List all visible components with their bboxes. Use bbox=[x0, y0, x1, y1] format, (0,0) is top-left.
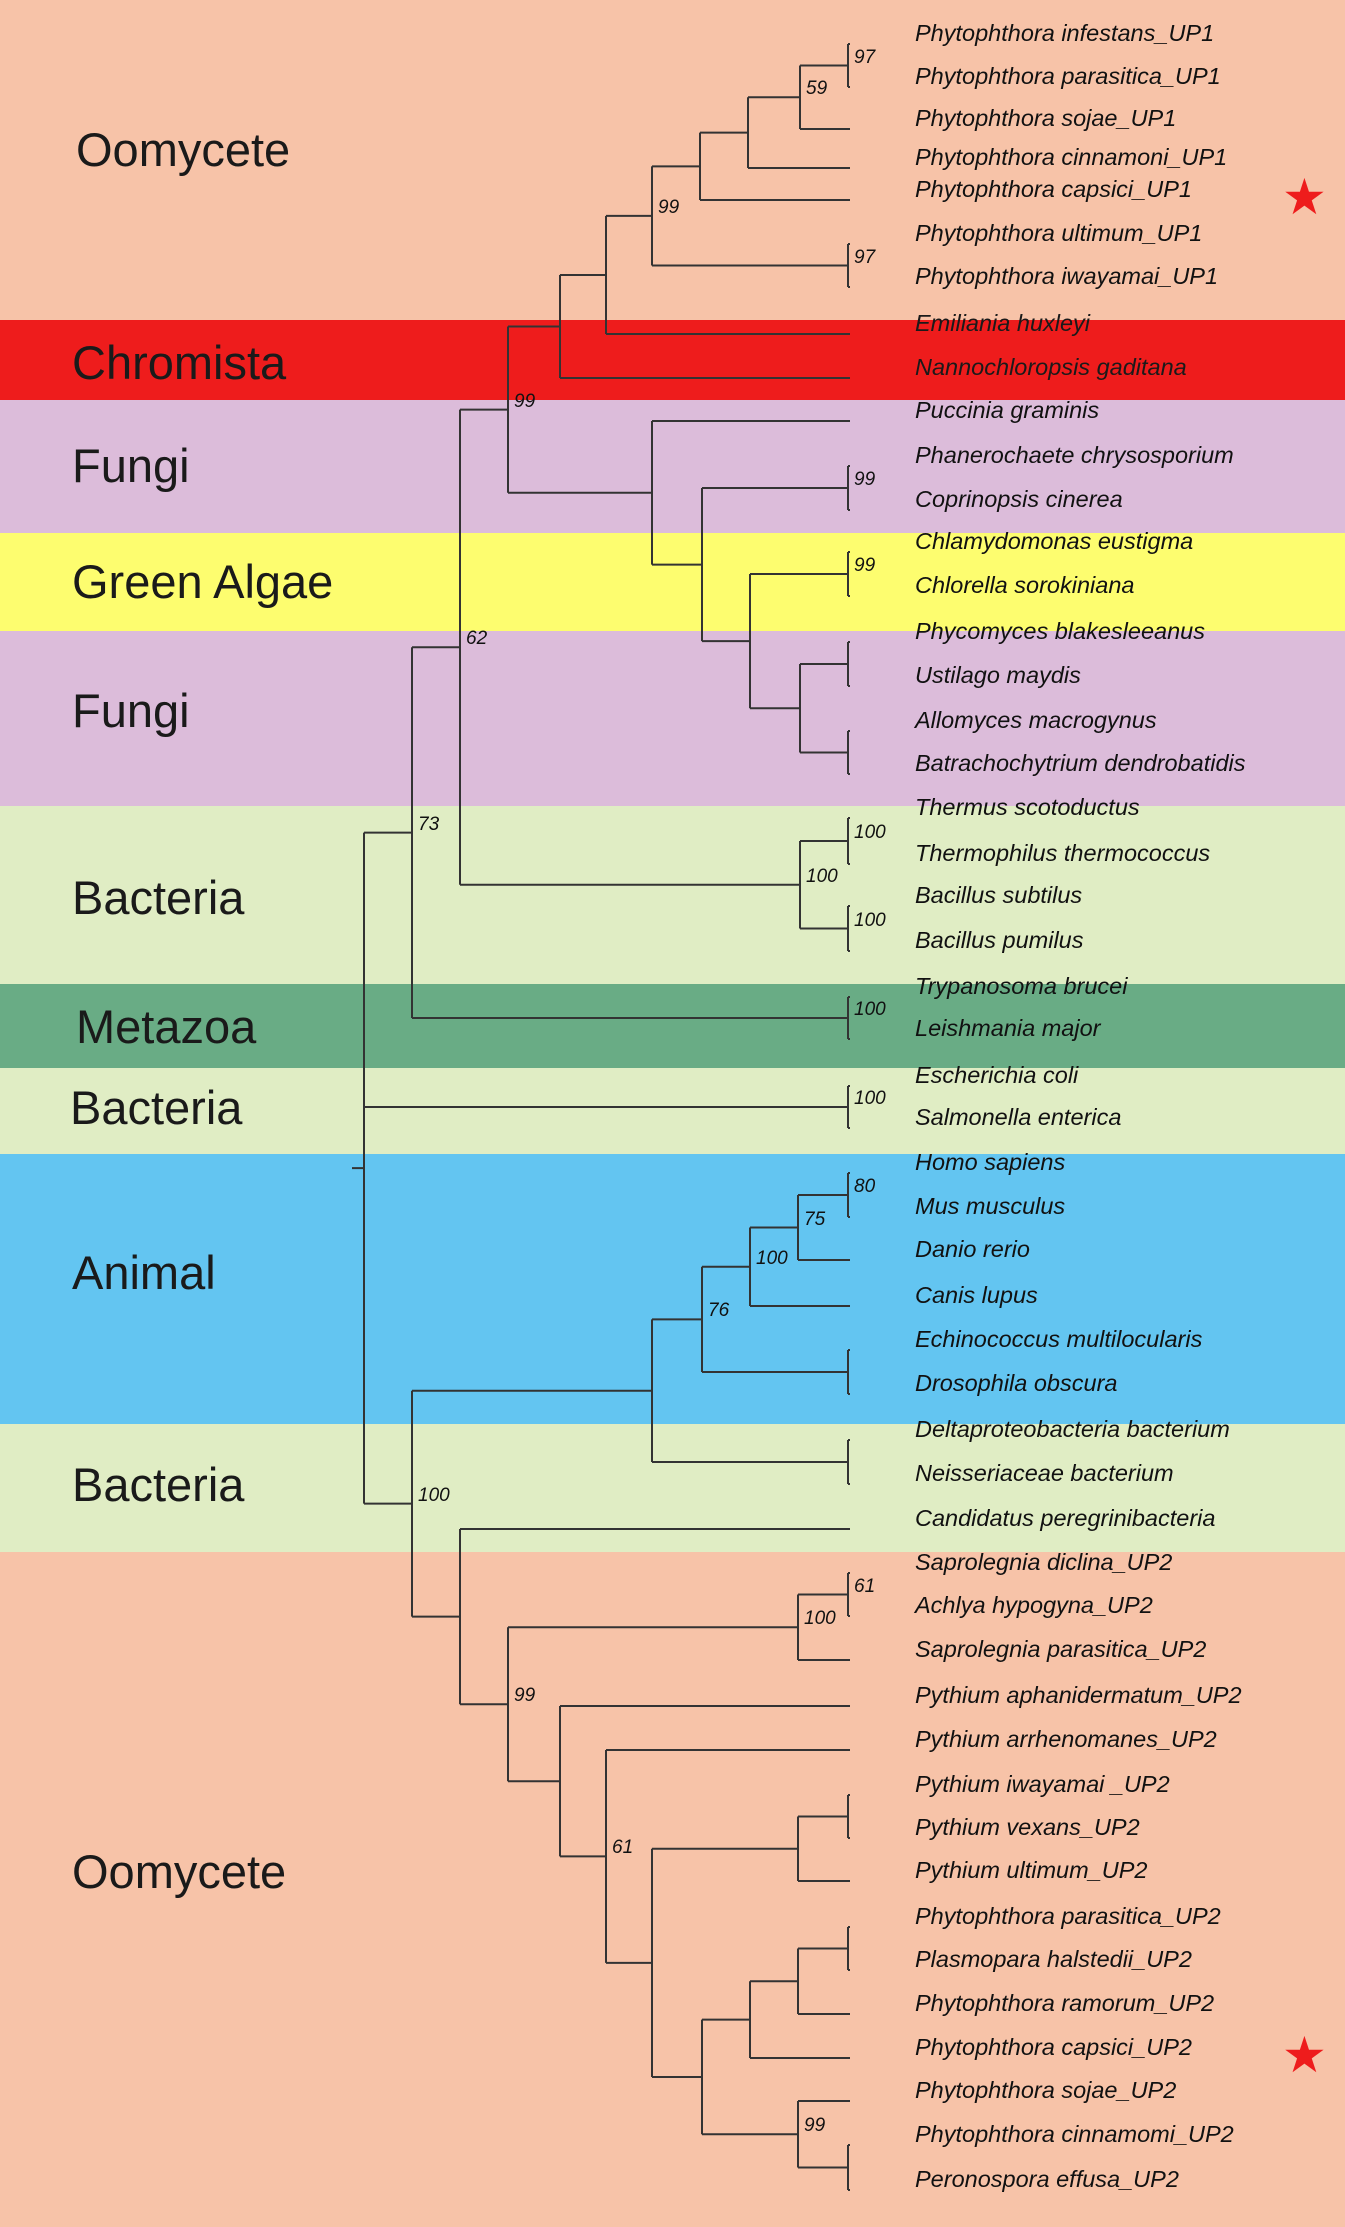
taxon-label: Mus musculus bbox=[915, 1193, 1066, 1219]
taxon-label: Nannochloropsis gaditana bbox=[915, 354, 1187, 380]
taxon-label: Phytophthora capsici_UP1 bbox=[915, 176, 1192, 202]
taxon-label: Phytophthora parasitica_UP1 bbox=[915, 63, 1221, 89]
taxon-label: Phytophthora iwayamai_UP1 bbox=[915, 263, 1219, 289]
bootstrap-value: 99 bbox=[514, 1685, 536, 1707]
taxon-label: Leishmania major bbox=[915, 1015, 1101, 1041]
bootstrap-value: 61 bbox=[854, 1575, 876, 1597]
star-icon: ★ bbox=[1282, 2027, 1327, 2083]
taxon-label: Ustilago maydis bbox=[915, 662, 1081, 688]
band-animal bbox=[0, 1154, 1345, 1424]
taxon-label: Phytophthora sojae_UP2 bbox=[915, 2077, 1177, 2103]
group-label-bacteria-2: Bacteria bbox=[70, 1081, 243, 1134]
taxon-label: Bacillus pumilus bbox=[915, 927, 1084, 953]
band-bacteria-2 bbox=[0, 1068, 1345, 1154]
bootstrap-value: 99 bbox=[854, 469, 876, 490]
bootstrap-value: 80 bbox=[854, 1176, 876, 1197]
bootstrap-value: 100 bbox=[854, 999, 886, 1020]
group-label-bacteria-3: Bacteria bbox=[72, 1458, 245, 1511]
taxon-label: Chlamydomonas eustigma bbox=[915, 528, 1194, 554]
taxon-label: Phycomyces blakesleeanus bbox=[915, 618, 1205, 644]
taxon-label: Emiliania huxleyi bbox=[915, 310, 1091, 336]
bootstrap-value: 100 bbox=[854, 822, 886, 843]
group-label-oomycete-top: Oomycete bbox=[76, 123, 291, 176]
bootstrap-value: 97 bbox=[854, 46, 876, 68]
taxon-label: Pythium ultimum_UP2 bbox=[915, 1857, 1148, 1883]
bootstrap-value: 100 bbox=[418, 1484, 450, 1506]
group-label-metazoa: Metazoa bbox=[76, 1000, 257, 1053]
taxon-label: Escherichia coli bbox=[915, 1062, 1079, 1088]
bootstrap-value: 61 bbox=[612, 1837, 634, 1859]
taxon-label: Canis lupus bbox=[915, 1282, 1038, 1308]
taxon-label: Phytophthora ultimum_UP1 bbox=[915, 220, 1203, 246]
bootstrap-value: 99 bbox=[854, 555, 876, 576]
taxon-label: Pythium aphanidermatum_UP2 bbox=[915, 1682, 1242, 1708]
group-label-chromista: Chromista bbox=[72, 336, 287, 389]
taxon-label: Phanerochaete chrysosporium bbox=[915, 442, 1234, 468]
bootstrap-value: 99 bbox=[804, 2115, 826, 2137]
taxon-label: Drosophila obscura bbox=[915, 1370, 1118, 1396]
bootstrap-value: 97 bbox=[854, 246, 876, 268]
group-label-green-algae: Green Algae bbox=[72, 555, 334, 608]
taxon-label: Bacillus subtilus bbox=[915, 882, 1083, 908]
bootstrap-value: 99 bbox=[514, 390, 536, 412]
taxon-label: Saprolegnia diclina_UP2 bbox=[915, 1549, 1173, 1575]
band-fungi-2 bbox=[0, 631, 1345, 806]
taxon-label: Danio rerio bbox=[915, 1236, 1030, 1262]
star-icon: ★ bbox=[1282, 169, 1327, 225]
band-fungi-1 bbox=[0, 400, 1345, 533]
bootstrap-value: 75 bbox=[804, 1208, 826, 1230]
bootstrap-value: 99 bbox=[658, 196, 680, 218]
bootstrap-value: 100 bbox=[806, 865, 838, 887]
taxon-label: Trypanosoma brucei bbox=[915, 973, 1128, 999]
bootstrap-value: 73 bbox=[418, 813, 440, 835]
taxon-label: Achlya hypogyna_UP2 bbox=[915, 1592, 1153, 1618]
taxon-label: Pythium vexans_UP2 bbox=[915, 1814, 1140, 1840]
taxon-label: Neisseriaceae bacterium bbox=[915, 1460, 1174, 1486]
group-label-fungi-2: Fungi bbox=[72, 684, 190, 737]
taxon-label: Peronospora effusa_UP2 bbox=[915, 2166, 1179, 2192]
group-label-fungi-1: Fungi bbox=[72, 439, 190, 492]
taxon-label: Thermus scotoductus bbox=[915, 794, 1140, 820]
bootstrap-value: 100 bbox=[804, 1608, 836, 1630]
taxon-label: Deltaproteobacteria bacterium bbox=[915, 1416, 1230, 1442]
bootstrap-value: 100 bbox=[854, 1088, 886, 1109]
taxon-label: Phytophthora cinnamoni_UP1 bbox=[915, 144, 1228, 170]
taxon-label: Pythium arrhenomanes_UP2 bbox=[915, 1726, 1217, 1752]
taxon-label: Chlorella sorokiniana bbox=[915, 572, 1135, 598]
taxon-label: Pythium iwayamai _UP2 bbox=[915, 1771, 1170, 1797]
bootstrap-value: 76 bbox=[708, 1300, 730, 1322]
taxon-label: Phytophthora capsici_UP2 bbox=[915, 2034, 1192, 2060]
taxon-label: Coprinopsis cinerea bbox=[915, 486, 1123, 512]
bootstrap-value: 59 bbox=[806, 78, 828, 100]
bootstrap-value: 62 bbox=[466, 628, 488, 650]
band-bacteria-3 bbox=[0, 1424, 1345, 1552]
band-metazoa bbox=[0, 984, 1345, 1068]
taxon-label: Phytophthora ramorum_UP2 bbox=[915, 1990, 1215, 2016]
group-label-bacteria-1: Bacteria bbox=[72, 871, 245, 924]
taxon-label: Homo sapiens bbox=[915, 1149, 1066, 1175]
band-green-algae bbox=[0, 533, 1345, 631]
taxon-label: Thermophilus thermococcus bbox=[915, 840, 1211, 866]
band-oomycete-top bbox=[0, 0, 1345, 320]
taxon-label: Plasmopara halstedii_UP2 bbox=[915, 1946, 1192, 1972]
band-bacteria-1 bbox=[0, 806, 1345, 984]
band-oomycete-bottom bbox=[0, 1552, 1345, 2227]
group-label-oomycete-bottom: Oomycete bbox=[72, 1845, 287, 1898]
taxon-label: Phytophthora parasitica_UP2 bbox=[915, 1903, 1221, 1929]
taxon-label: Salmonella enterica bbox=[915, 1104, 1122, 1130]
taxon-label: Phytophthora sojae_UP1 bbox=[915, 105, 1177, 131]
taxon-label: Phytophthora infestans_UP1 bbox=[915, 20, 1215, 46]
taxon-label: Allomyces macrogynus bbox=[915, 707, 1157, 733]
group-label-animal: Animal bbox=[72, 1246, 216, 1299]
bootstrap-value: 100 bbox=[756, 1247, 788, 1269]
taxon-label: Phytophthora cinnamomi_UP2 bbox=[915, 2121, 1234, 2147]
taxon-label: Batrachochytrium dendrobatidis bbox=[915, 750, 1246, 776]
taxon-label: Echinococcus multilocularis bbox=[915, 1326, 1203, 1352]
taxon-label: Puccinia graminis bbox=[915, 397, 1100, 423]
bootstrap-value: 100 bbox=[854, 909, 886, 931]
taxon-label: Saprolegnia parasitica_UP2 bbox=[915, 1636, 1207, 1662]
taxon-label: Candidatus peregrinibacteria bbox=[915, 1505, 1216, 1531]
